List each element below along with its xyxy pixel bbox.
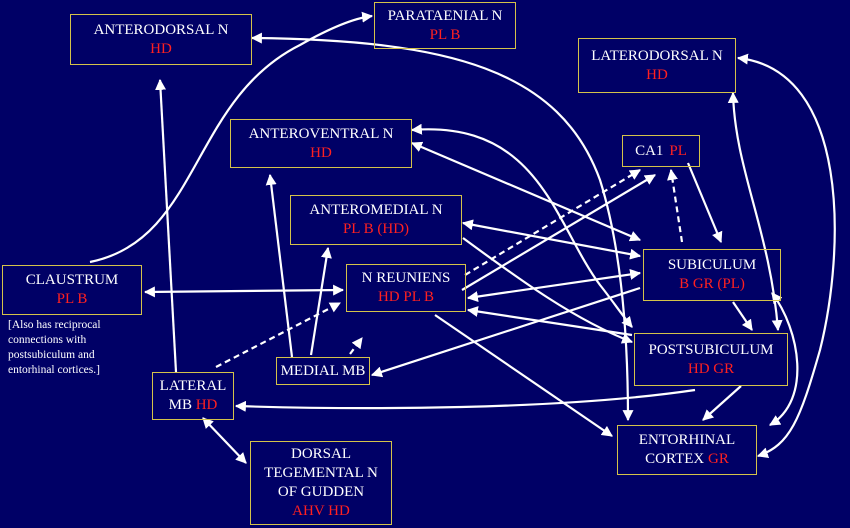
node-medial-mb: MEDIAL MB [276,357,370,385]
node-ca1: CA1 PL [622,135,700,167]
arrow-postsubiculum-lateralmb [234,388,696,412]
node-n-reuniens-name: N REUNIENS [361,270,451,286]
node-dorsal-tegmental-name-line1: DORSAL [290,446,351,462]
arrow-lateralmb-dorsaltegmental [202,417,247,464]
node-laterodorsal: LATERODORSAL N HD [578,38,736,93]
arrow-reuniens-entorhinal [434,314,613,437]
arrow-reuniens-subiculum [466,268,642,303]
node-n-reuniens-labels: HD PL B [377,289,435,305]
node-postsubiculum-labels: HD GR [687,360,735,377]
node-parataenial-labels: PL B [429,26,461,43]
node-entorhinal: ENTORHINAL CORTEX GR [617,425,757,475]
arrow-postsubiculum-entorhinal [702,385,742,421]
claustrum-note: [Also has reciprocal connections with po… [8,318,148,378]
arrow-lateralmb-reuniens [215,302,341,368]
node-entorhinal-labels: GR [708,451,729,467]
node-anterodorsal: ANTERODORSAL N HD [70,14,252,65]
node-anteroventral-name: ANTEROVENTRAL N [248,125,394,142]
node-anteromedial-name: ANTEROMEDIAL N [309,202,443,218]
arrow-ca1-subiculum [686,162,723,244]
node-lateral-mb: LATERAL MB HD [152,372,234,420]
node-dorsal-tegmental-labels: AHV HD [292,503,350,519]
node-parataenial: PARATAENIAL N PL B [374,2,516,49]
node-ca1-labels: PL [669,142,687,159]
node-subiculum-labels: B GR (PL) [679,276,745,292]
arrow-subiculum-entorhinal [769,292,799,426]
node-laterodorsal-labels: HD [646,66,668,83]
node-lateral-mb-labels: HD [195,397,218,413]
node-claustrum-name: CLAUSTRUM [25,272,119,288]
node-laterodorsal-name: LATERODORSAL N [591,47,723,64]
arrow-lateralmb-anterodorsal [155,78,178,373]
node-dorsal-tegmental: DORSAL TEGEMENTAL N OF GUDDEN AHV HD [250,441,392,525]
node-subiculum: SUBICULUM B GR (PL) [643,249,781,301]
node-dorsal-tegmental-name-line2: TEGEMENTAL N [264,465,378,481]
node-lateral-mb-name-line1: LATERAL [159,378,227,394]
node-anteromedial: ANTEROMEDIAL N PL B (HD) [290,195,462,245]
node-anteroventral-labels: HD [310,144,332,161]
arrow-subiculum-postsubiculum [732,301,753,331]
node-anteromedial-labels: PL B (HD) [342,221,410,237]
node-anterodorsal-labels: HD [150,40,172,57]
node-anterodorsal-name: ANTERODORSAL N [93,21,229,38]
arrow-anteromedial-postsubiculum [462,237,634,344]
node-claustrum-labels: PL B [56,291,88,307]
arrow-reuniens-ca1 [461,174,656,291]
node-claustrum: CLAUSTRUM PL B [2,265,142,315]
arrow-anterodorsal-entorhinal [250,32,634,422]
node-n-reuniens: N REUNIENS HD PL B [346,264,466,312]
arrow-laterodorsal-entorhinal [736,53,836,458]
arrow-medialmb-anteromedial [309,246,332,356]
node-ca1-name: CA1 [635,142,664,159]
node-medial-mb-name: MEDIAL MB [280,362,366,379]
claustrum-note-line2: connections with [8,334,87,346]
arrow-subiculum-ca1 [667,168,684,243]
arrow-claustrum-parataenial [89,11,374,264]
claustrum-note-line1: [Also has reciprocal [8,319,101,331]
node-lateral-mb-name-line2: MB [168,397,192,413]
node-postsubiculum-name: POSTSUBICULUM [648,341,774,358]
node-parataenial-name: PARATAENIAL N [387,7,503,24]
node-postsubiculum: POSTSUBICULUM HD GR [634,333,788,386]
node-entorhinal-name-line1: ENTORHINAL [638,432,736,448]
claustrum-note-line3: postsubiculum and [8,349,95,361]
claustrum-note-line4: entorhinal cortices.] [8,364,100,376]
node-dorsal-tegmental-name-line3: OF GUDDEN [277,484,365,500]
arrow-medialmb-reuniens [349,337,363,355]
arrow-claustrum-reuniens [143,284,345,298]
node-entorhinal-name-line2: CORTEX [645,451,705,467]
node-anteroventral: ANTEROVENTRAL N HD [230,119,412,168]
node-subiculum-name: SUBICULUM [667,257,757,273]
